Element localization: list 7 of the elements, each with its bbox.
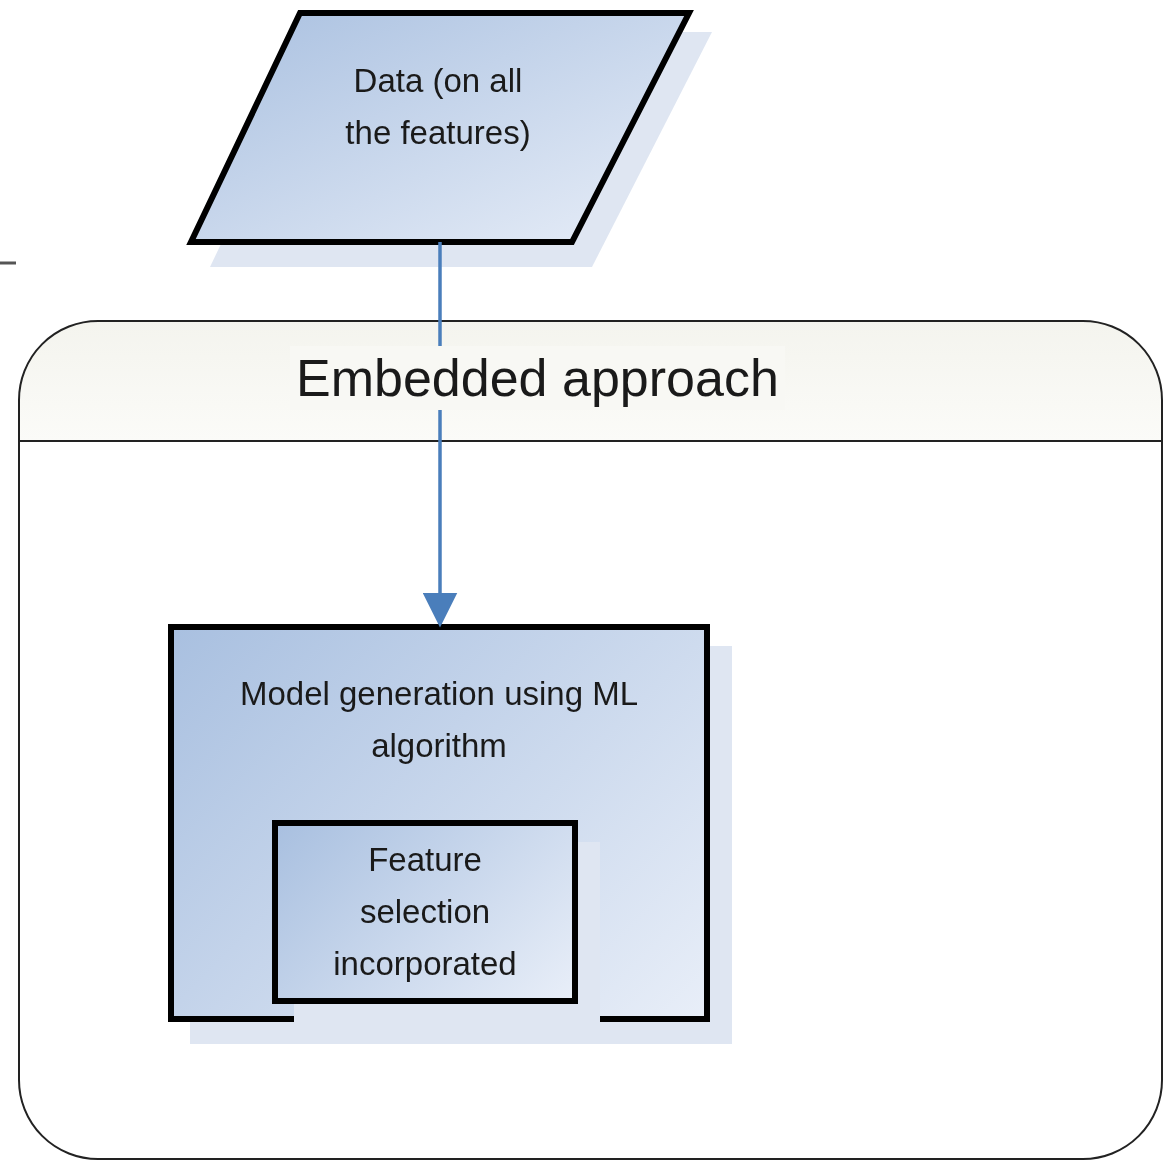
data-parallelogram <box>188 10 692 245</box>
data-label: Data (on all the features) <box>344 61 532 153</box>
container-title: Embedded approach <box>290 346 785 410</box>
approach-container <box>18 320 1163 1160</box>
arrow <box>422 242 458 628</box>
process-label: Feature selection incorporated <box>332 840 518 984</box>
process-label: Model generation using ML algorithm <box>238 674 640 766</box>
